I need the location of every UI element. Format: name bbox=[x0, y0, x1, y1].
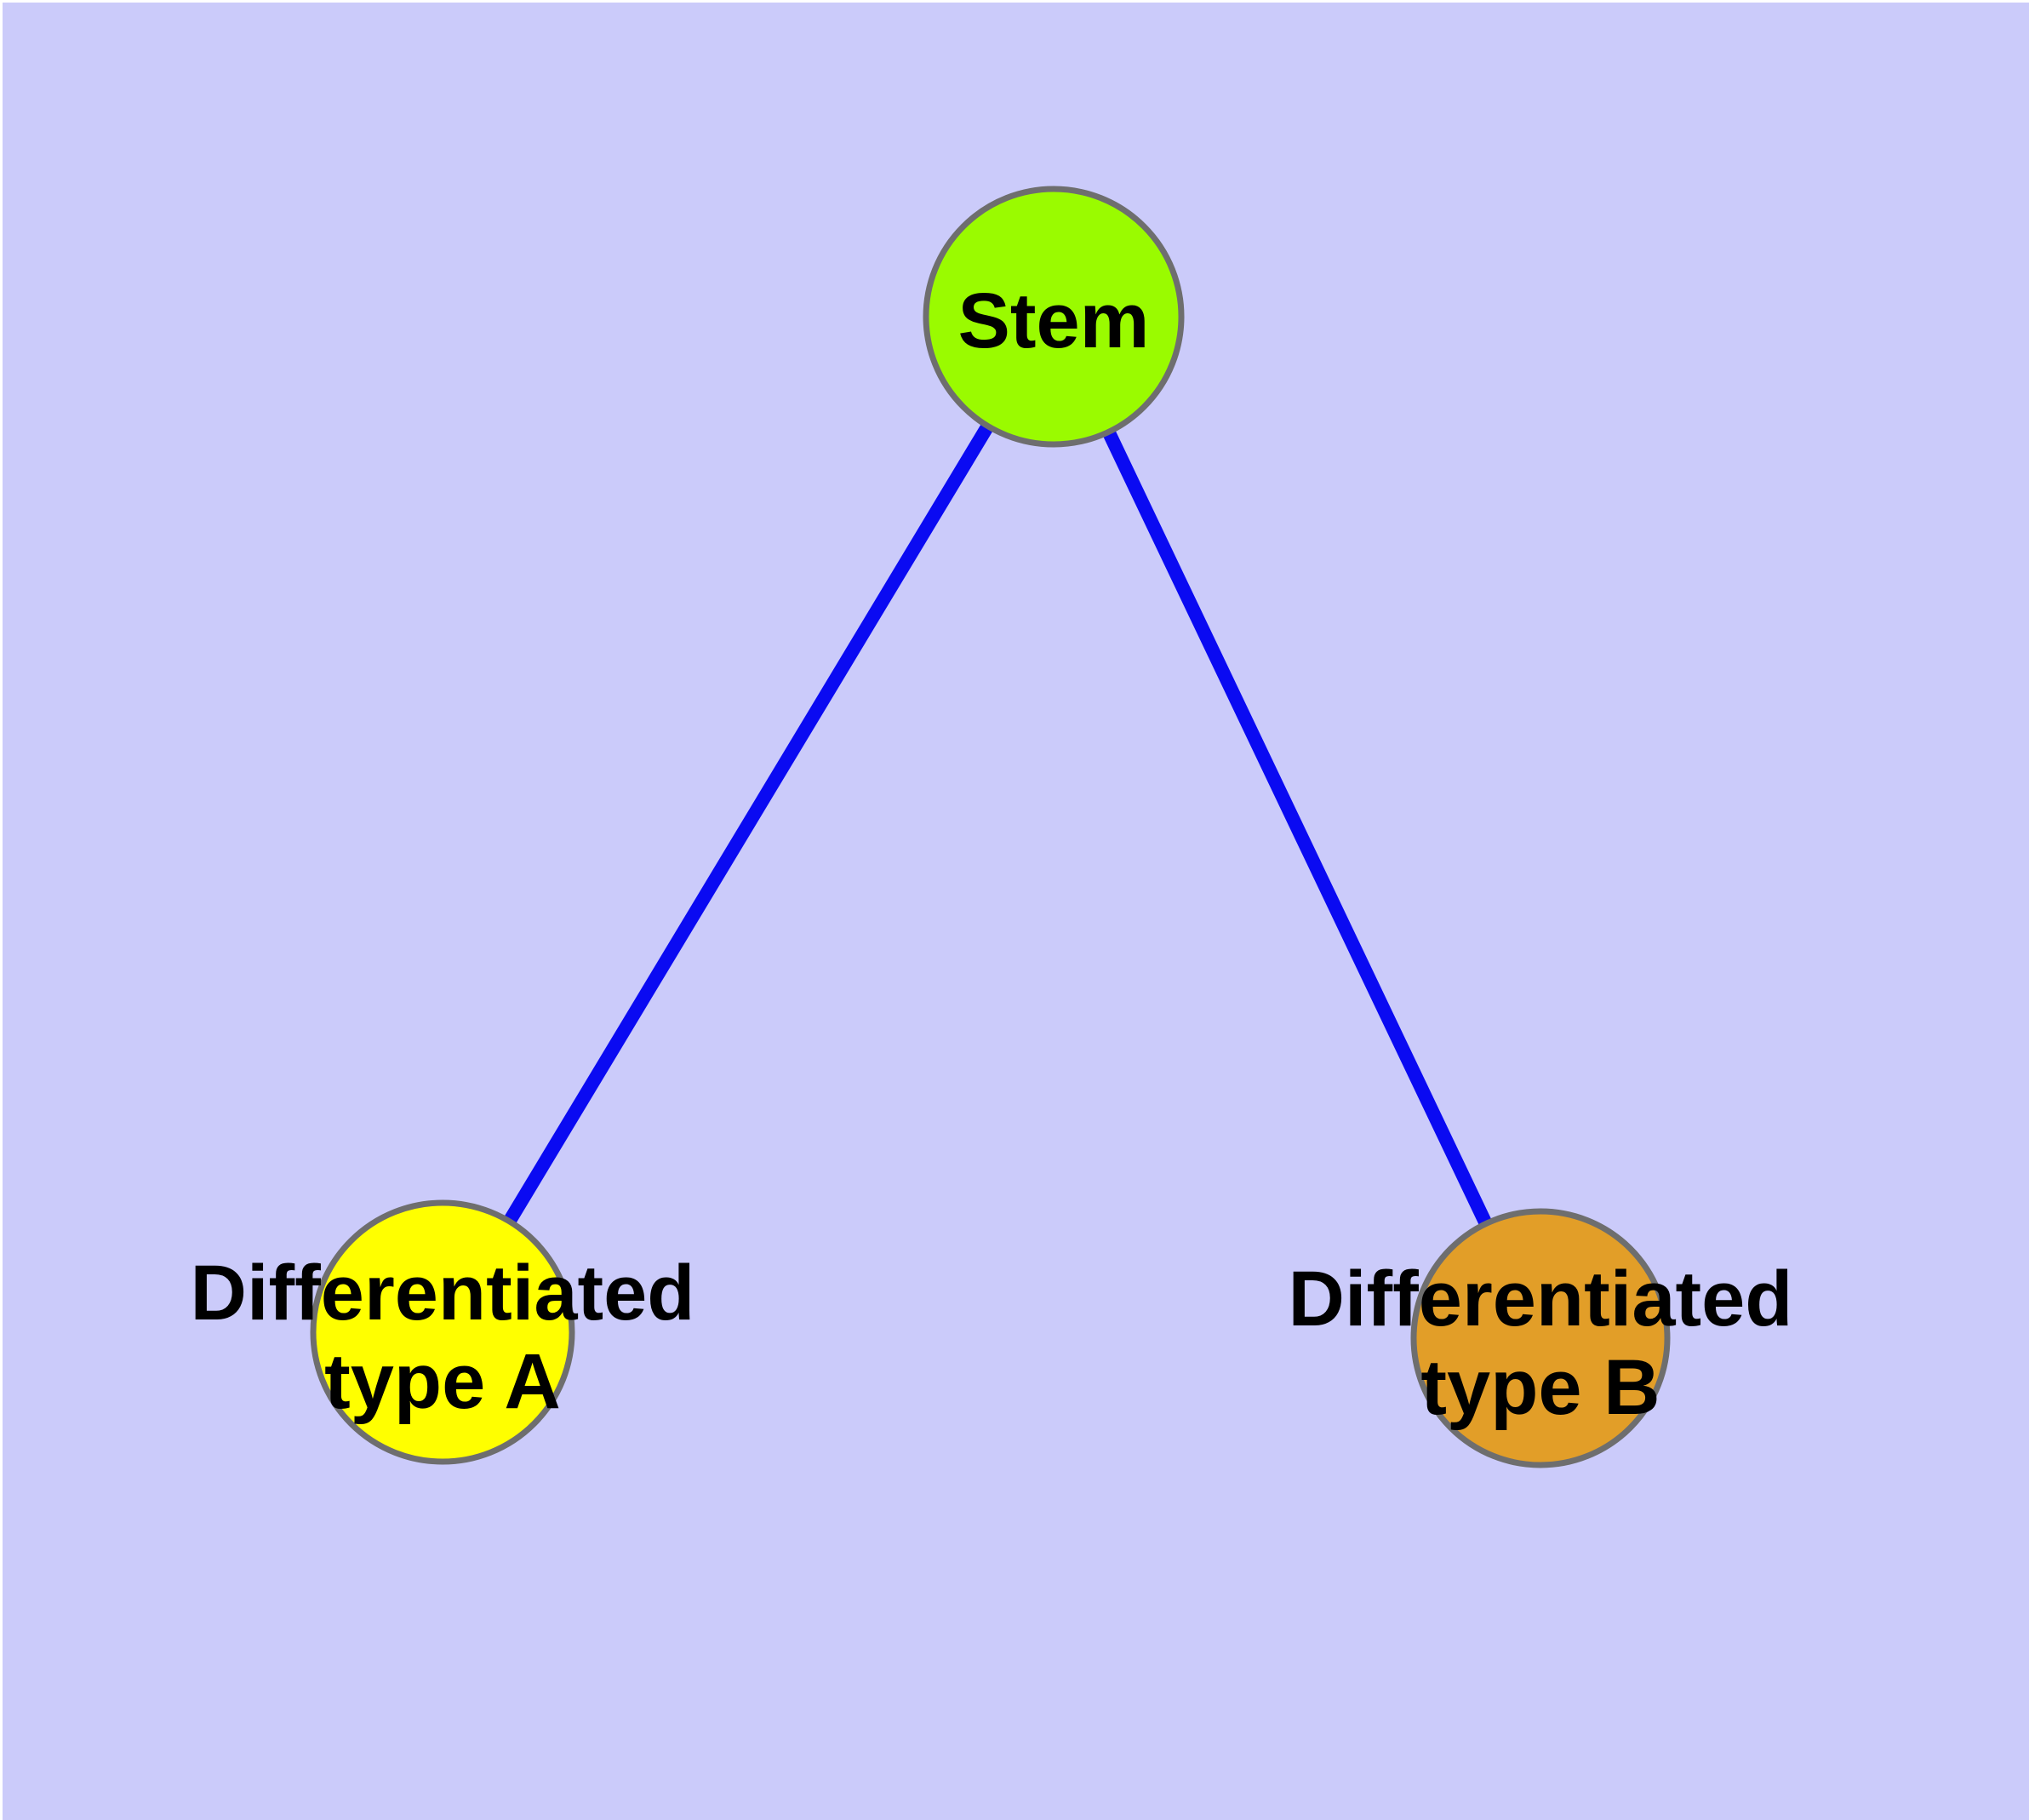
node-stem bbox=[923, 186, 1185, 448]
node-type-b-label-line2: type B bbox=[1420, 1344, 1660, 1431]
node-stem-label: Stem bbox=[958, 278, 1150, 364]
edge-stem-to-type-b bbox=[1047, 313, 1547, 1342]
diagram-canvas: Stem Differentiated type A Differentiate… bbox=[3, 3, 2029, 1820]
node-type-b-label-line1: Differentiated bbox=[1289, 1256, 1793, 1342]
node-type-a-label-line2: type A bbox=[324, 1338, 561, 1425]
node-type-a-label-line1: Differentiated bbox=[191, 1250, 695, 1336]
edge-stem-to-type-a bbox=[437, 312, 1060, 1336]
node-differentiated-type-b bbox=[1410, 1208, 1671, 1468]
cell-differentiation-diagram: Stem Differentiated type A Differentiate… bbox=[3, 3, 2029, 1820]
node-differentiated-type-a bbox=[310, 1199, 575, 1465]
